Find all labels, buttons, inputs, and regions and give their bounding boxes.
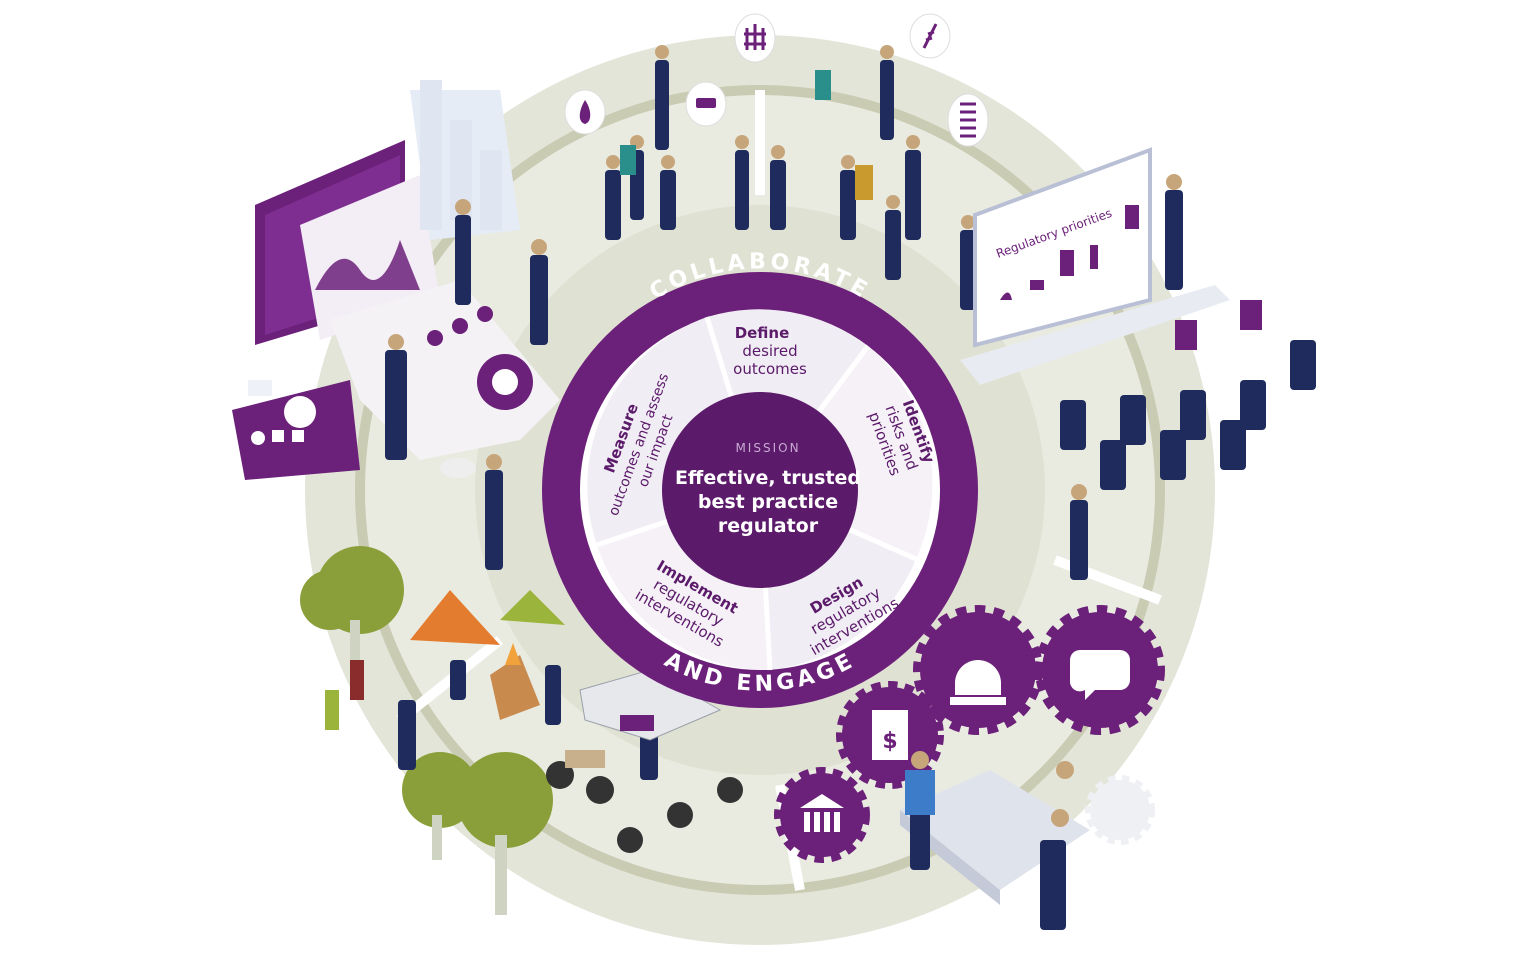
gears-group: $ [774, 605, 1165, 863]
speech-bubbles [564, 13, 989, 147]
chainsaw-icon [685, 81, 727, 127]
presentation-board: Regulatory priorities [960, 147, 1230, 385]
wheat-icon [909, 13, 951, 59]
mission-line-1: Effective, trusted [675, 467, 861, 489]
mission-line-2: best practice [698, 491, 838, 513]
audience-seats [1060, 174, 1316, 580]
meeting-table [900, 751, 1090, 930]
svg-text:$: $ [882, 729, 897, 754]
mission-kicker: MISSION [735, 441, 800, 455]
smile-gear [1035, 605, 1165, 735]
cycle-wheel [542, 272, 978, 708]
define-label: Define desired outcomes [733, 324, 807, 378]
svg-text:Define: Define [735, 324, 790, 342]
siren-gear [913, 605, 1043, 735]
people-group-left [385, 199, 548, 570]
flame-icon [564, 89, 606, 135]
vehicles [546, 669, 743, 853]
invoice-gear: $ [836, 681, 944, 789]
mission-line-3: regulator [718, 515, 819, 537]
mission-text: MISSION Effective, trusted best practice… [675, 441, 861, 537]
trees [300, 546, 553, 915]
svg-text:outcomes: outcomes [733, 360, 807, 378]
people-group-top [605, 45, 976, 310]
svg-text:desired: desired [742, 342, 797, 360]
fence-icon [734, 13, 776, 63]
bank-gear [774, 767, 870, 863]
leaf-icon [947, 93, 989, 147]
analytics-monitor [232, 80, 560, 480]
mission-circle [662, 392, 858, 588]
